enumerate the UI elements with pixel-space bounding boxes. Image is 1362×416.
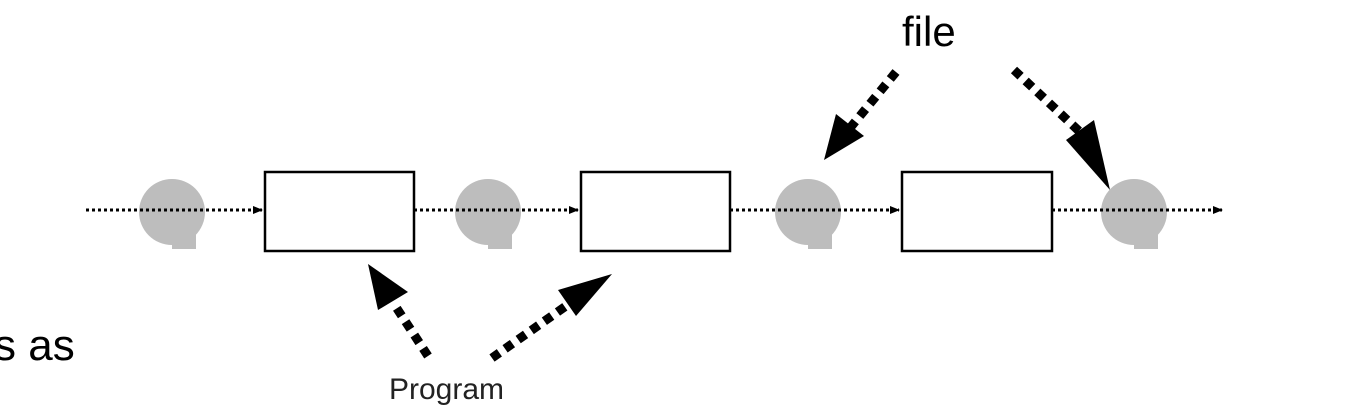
- arrowhead: [558, 274, 612, 316]
- program-arrow-right: [489, 302, 569, 362]
- pointer-arrowheads: [368, 114, 1110, 316]
- arrowhead: [368, 264, 408, 310]
- process-box: [263, 170, 416, 253]
- arrowhead: [1066, 120, 1110, 190]
- queue-icon: [455, 179, 521, 249]
- process-box: [579, 170, 732, 253]
- file-label: file: [902, 8, 956, 55]
- queue-icon: [775, 179, 841, 249]
- program-label: Program: [389, 373, 505, 406]
- arrowhead: [824, 114, 864, 160]
- program-arrow-left: [390, 301, 432, 359]
- process-box: [900, 170, 1054, 253]
- file-arrow-right: [1010, 66, 1084, 136]
- cropped-text: s as: [0, 321, 75, 370]
- pointer-arrows: [390, 66, 1084, 362]
- queue-icon: [1101, 179, 1167, 249]
- file-arrow-left: [846, 69, 900, 131]
- queue-icon: [139, 179, 205, 249]
